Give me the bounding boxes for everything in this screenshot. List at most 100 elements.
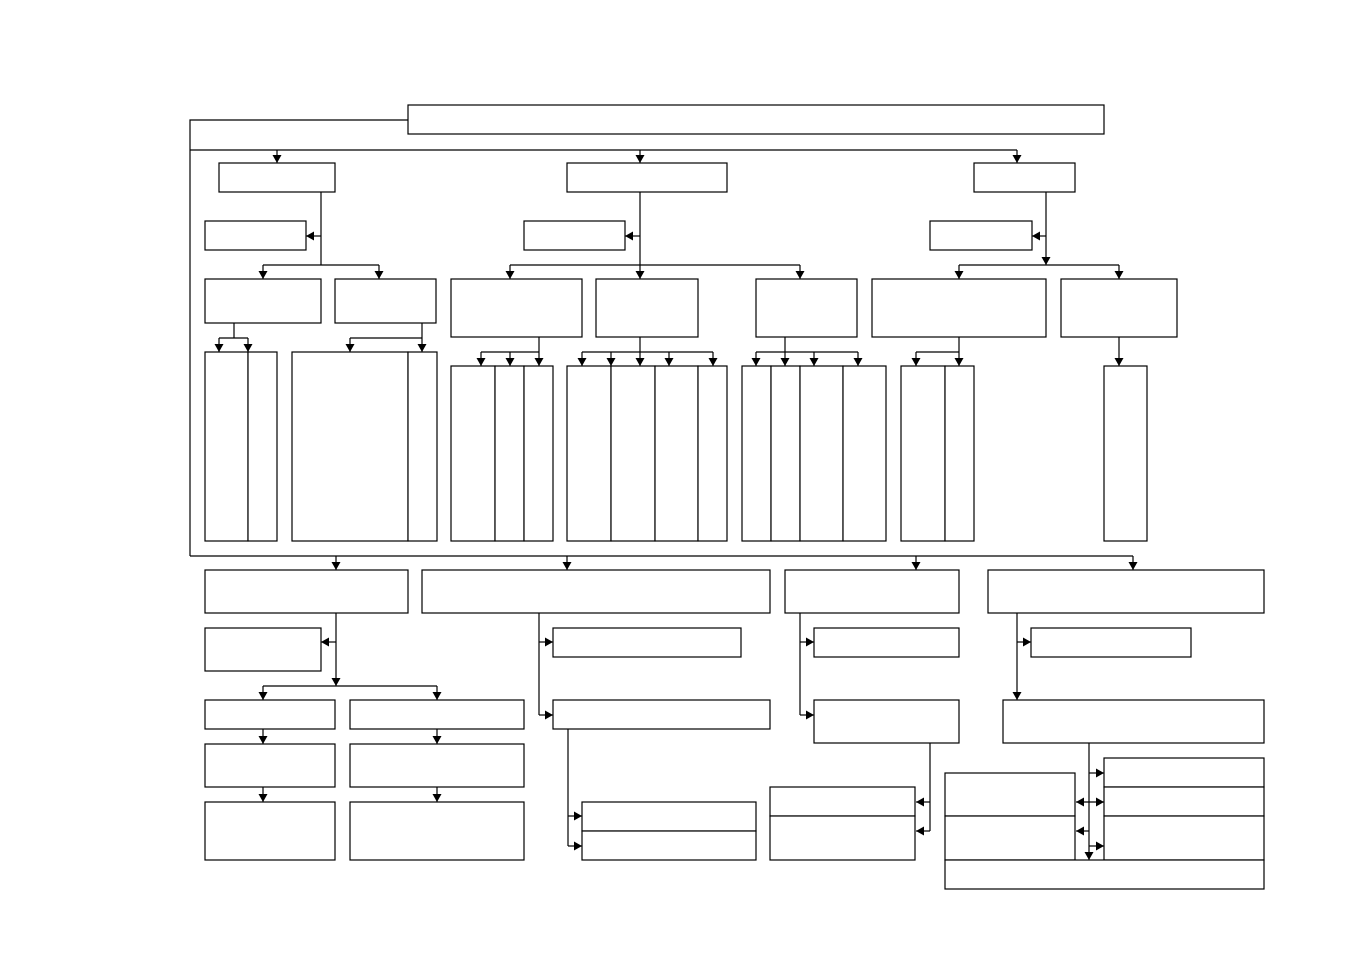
arrowhead <box>911 562 921 570</box>
diagram-box-53 <box>1002 699 1265 744</box>
arrowhead <box>916 797 924 807</box>
arrowhead <box>911 358 921 366</box>
diagram-box-51 <box>987 569 1265 614</box>
arrowhead <box>1096 841 1104 851</box>
arrowhead <box>625 231 633 241</box>
diagram-box-15 <box>450 365 496 542</box>
arrowhead <box>916 826 924 836</box>
diagram-box-46 <box>784 569 960 614</box>
arrowhead <box>954 271 964 279</box>
diagram-box-29 <box>1060 278 1178 338</box>
arrowhead <box>258 271 268 279</box>
diagram-box-50 <box>769 815 916 861</box>
arrowhead <box>345 344 355 352</box>
diagram-box-31 <box>944 365 975 542</box>
arrowhead <box>214 344 224 352</box>
diagram-box-30 <box>900 365 946 542</box>
diagram-box-39 <box>204 801 336 861</box>
diagram-box-12 <box>450 278 583 338</box>
arrowhead <box>306 231 314 241</box>
diagram-box-23 <box>770 365 801 542</box>
diagram-box-37 <box>204 743 336 788</box>
diagram-box-44 <box>581 801 757 832</box>
arrowhead <box>272 155 282 163</box>
arrowhead <box>1076 826 1084 836</box>
arrowhead <box>374 271 384 279</box>
diagram-box-5 <box>334 278 437 324</box>
diagram-box-47 <box>813 627 960 658</box>
arrowhead <box>795 271 805 279</box>
arrowhead <box>432 692 442 700</box>
arrowhead <box>1128 562 1138 570</box>
diagram-box-7 <box>247 351 278 542</box>
arrowhead <box>534 358 544 366</box>
arrowhead <box>574 811 582 821</box>
diagram-box-49 <box>769 786 916 817</box>
diagram-box-59 <box>944 859 1265 890</box>
arrowhead <box>751 358 761 366</box>
diagram-box-25 <box>842 365 887 542</box>
diagram-box-33 <box>204 569 409 614</box>
diagram-box-41 <box>421 569 771 614</box>
diagram-box-3 <box>204 220 307 251</box>
arrowhead <box>258 692 268 700</box>
diagram-box-43 <box>552 699 771 730</box>
diagram-box-8 <box>291 351 409 542</box>
diagram-box-54 <box>944 772 1076 817</box>
diagram-box-34 <box>204 627 322 672</box>
arrowhead <box>476 358 486 366</box>
diagram-box-55 <box>944 815 1076 861</box>
arrowhead <box>1023 637 1031 647</box>
arrowhead <box>331 678 341 686</box>
diagram-box-35 <box>204 699 336 730</box>
diagram-box-19 <box>610 365 656 542</box>
diagram-box-11 <box>523 220 626 251</box>
arrowhead <box>1076 797 1084 807</box>
arrowhead <box>806 710 814 720</box>
arrowhead <box>1096 768 1104 778</box>
arrowhead <box>432 736 442 744</box>
arrowhead <box>417 344 427 352</box>
arrowhead <box>331 562 341 570</box>
diagram-box-18 <box>566 365 612 542</box>
arrowhead <box>505 271 515 279</box>
arrowhead <box>243 344 253 352</box>
arrowhead <box>574 841 582 851</box>
arrowhead <box>505 358 515 366</box>
diagram-box-24 <box>799 365 844 542</box>
diagram-box-16 <box>494 365 525 542</box>
arrowhead <box>1096 797 1104 807</box>
diagram-box-9 <box>407 351 438 542</box>
arrowhead <box>432 794 442 802</box>
diagram-box-22 <box>741 365 772 542</box>
diagram-box-56 <box>1103 757 1265 788</box>
arrowhead <box>954 358 964 366</box>
arrowhead <box>1041 257 1051 265</box>
arrowhead <box>853 358 863 366</box>
diagram-box-52 <box>1030 627 1192 658</box>
arrowhead <box>321 637 329 647</box>
diagram-box-10 <box>566 162 728 193</box>
arrowhead <box>806 637 814 647</box>
diagram-box-32 <box>1103 365 1148 542</box>
diagram-box-36 <box>349 699 525 730</box>
diagram-box-58 <box>1103 815 1265 861</box>
diagram-box-13 <box>595 278 699 338</box>
arrowhead <box>258 736 268 744</box>
diagram-box-21 <box>697 365 728 542</box>
arrowhead <box>1114 358 1124 366</box>
arrowhead <box>708 358 718 366</box>
arrowhead <box>635 271 645 279</box>
arrowhead <box>545 710 553 720</box>
diagram-box-28 <box>871 278 1047 338</box>
arrowhead <box>562 562 572 570</box>
diagram-box-1 <box>407 104 1105 135</box>
arrowhead <box>1114 271 1124 279</box>
diagram-box-6 <box>204 351 249 542</box>
diagram-box-40 <box>349 801 525 861</box>
diagram-box-17 <box>523 365 554 542</box>
arrowhead <box>1032 231 1040 241</box>
arrowhead <box>780 358 790 366</box>
diagram-box-38 <box>349 743 525 788</box>
